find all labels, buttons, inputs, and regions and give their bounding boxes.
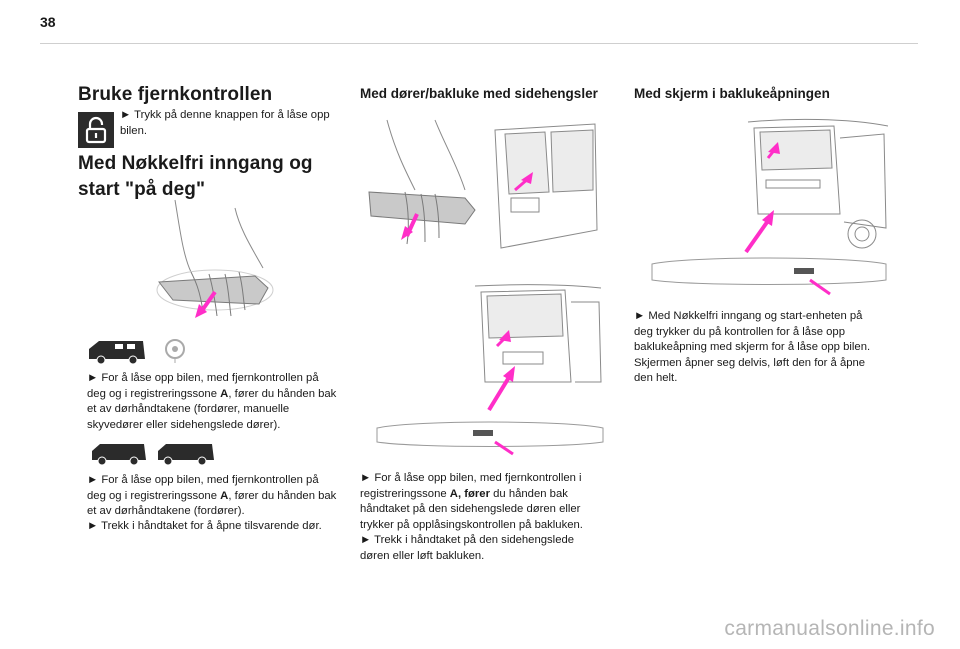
hand-behind-handle-illustration — [156, 199, 274, 318]
page-number: 38 — [40, 14, 56, 30]
unlock-instruction: ► Trykk på denne knappen for å låse opp … — [120, 109, 330, 137]
van-pictograms-pair — [92, 444, 214, 466]
section-title-keyless: Med Nøkkelfri inngang og start "på deg" — [78, 151, 313, 203]
keyless-paragraph-1: ► For å låse opp bilen, med fjernkontrol… — [87, 372, 337, 431]
tailgate-screen-paragraph: ► Med Nøkkelfri inngang og start-enheten… — [634, 310, 871, 384]
keyless-paragraph-2: ► For å låse opp bilen, med fjernkontrol… — [87, 474, 337, 517]
watermark: carmanualsonline.info — [724, 617, 935, 640]
side-hinged-paragraph-1: ► For å låse opp bilen, med fjernkontrol… — [360, 472, 583, 531]
header-divider — [40, 43, 918, 44]
van-pictogram — [89, 339, 185, 365]
side-hinged-door-illustration — [368, 119, 598, 249]
tailgate-screen-illustration — [651, 118, 889, 296]
side-hinged-paragraph-2: ► Trekk i håndtaket på den sidehengslede… — [360, 534, 575, 562]
section-title-remote: Bruke fjernkontrollen — [78, 84, 273, 105]
tailgate-opening-illustration — [376, 284, 604, 456]
keyless-title-line1: Med Nøkkelfri inngang og — [78, 153, 313, 174]
section-title-tailgate-screen: Med skjerm i baklukeåpningen — [634, 86, 830, 101]
unlock-icon — [78, 112, 114, 148]
keyless-paragraph-3: ► Trekk i håndtaket for å åpne tilsvaren… — [87, 520, 322, 532]
keyless-title-line2: start "på deg" — [78, 179, 206, 200]
section-title-side-hinged: Med dører/bakluke med sidehengsler — [360, 86, 598, 101]
